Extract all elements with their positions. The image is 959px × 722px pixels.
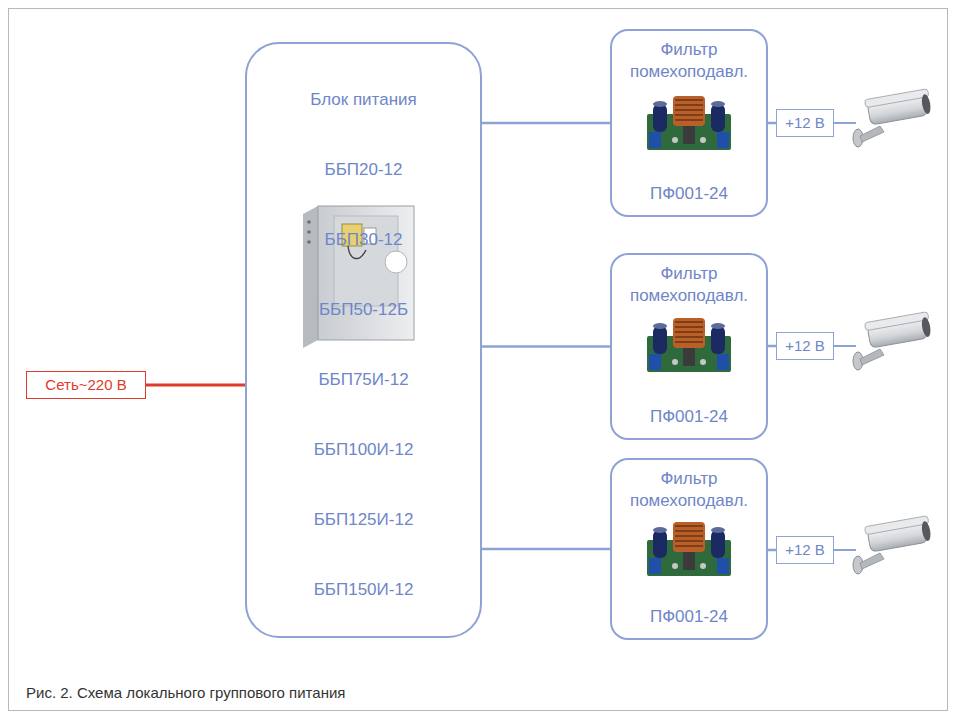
model-name: ББП30-12 xyxy=(324,228,402,252)
camera-icon xyxy=(853,516,932,574)
filter-title: Фильтр помехоподавл. xyxy=(618,39,760,83)
voltage-label: +12 В xyxy=(785,337,825,355)
power-line xyxy=(768,122,776,125)
model-name: ББП100И-12 xyxy=(314,438,414,462)
figure-caption: Рис. 2. Схема локального группового пита… xyxy=(26,684,345,701)
camera-icon xyxy=(853,89,932,147)
model-name: ББП20-12 xyxy=(324,158,402,182)
mains-box: Сеть~220 В xyxy=(26,371,146,399)
power-line xyxy=(768,549,776,552)
model-name: ББП125И-12 xyxy=(314,508,414,532)
model-name: ББП75И-12 xyxy=(318,368,408,392)
filter-board xyxy=(647,522,731,576)
filter-title: Фильтр помехоподавл. xyxy=(618,468,760,512)
model-name: ПФ001-24 xyxy=(650,183,728,205)
voltage-label: +12 В xyxy=(785,114,825,132)
mains-label: Сеть~220 В xyxy=(45,376,126,394)
filter-box: Фильтр помехоподавл. ПФ001-24 xyxy=(610,458,768,640)
voltage-box: +12 В xyxy=(776,536,834,564)
power-line xyxy=(482,345,610,348)
power-line xyxy=(768,345,776,348)
voltage-label: +12 В xyxy=(785,541,825,559)
power-line xyxy=(482,548,610,551)
filter-title: Фильтр помехоподавл. xyxy=(618,263,760,307)
unit-title: Блок питания xyxy=(310,88,417,112)
model-name: ББП150И-12 xyxy=(314,578,414,602)
camera-wire xyxy=(834,123,856,550)
mains-line xyxy=(146,384,245,387)
voltage-box: +12 В xyxy=(776,332,834,360)
model-name: ББП50-12Б xyxy=(319,298,408,322)
power-supply-box: Блок питанияББП20-12ББП30-12ББП50-12Б ББП… xyxy=(245,42,482,638)
voltage-box: +12 В xyxy=(776,109,834,137)
filter-board xyxy=(647,318,731,372)
filter-box: Фильтр помехоподавл. ПФ001-24 xyxy=(610,29,768,217)
model-name: ПФ001-24 xyxy=(650,606,728,628)
filter-board xyxy=(647,96,731,150)
filter-box: Фильтр помехоподавл. ПФ001-24 xyxy=(610,253,768,440)
model-name: ПФ001-24 xyxy=(650,406,728,428)
power-line xyxy=(482,122,610,125)
power-cabinet xyxy=(303,206,414,348)
camera-icon xyxy=(853,312,932,370)
